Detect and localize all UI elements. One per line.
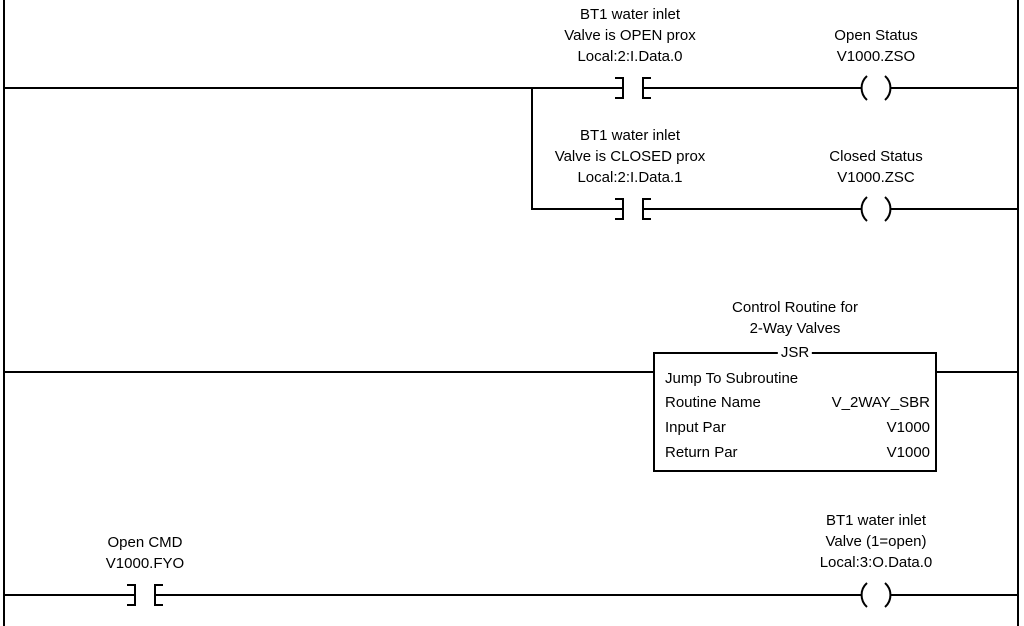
tag-description-line: BT1 water inlet bbox=[825, 512, 927, 529]
valve-output-coil-label: BT1 water inlet Valve (1=open) Local:3:O… bbox=[820, 510, 933, 573]
tag-description-line: Open Status bbox=[834, 27, 918, 44]
tag-description-line: Valve is CLOSED prox bbox=[554, 148, 706, 165]
left-power-rail bbox=[3, 0, 5, 626]
jsr-param-value[interactable]: V1000 bbox=[886, 444, 930, 461]
rung2-wire bbox=[3, 371, 1019, 373]
tag-description-line: BT1 water inlet bbox=[579, 127, 681, 144]
jsr-param-row: Routine Name V_2WAY_SBR bbox=[665, 395, 930, 411]
tag-operand: Local:2:I.Data.0 bbox=[577, 48, 683, 65]
open-cmd-contact-label: Open CMD V1000.FYO bbox=[106, 532, 184, 574]
xic-contact-open-cmd[interactable] bbox=[123, 581, 167, 614]
jsr-param-value[interactable]: V1000 bbox=[886, 419, 930, 436]
tag-description-line: Open CMD bbox=[107, 534, 183, 551]
rung1-branch-vertical-wire bbox=[531, 87, 533, 210]
jsr-param-label: Routine Name bbox=[665, 394, 761, 411]
jsr-param-label: Input Par bbox=[665, 419, 726, 436]
tag-operand: V1000.FYO bbox=[105, 555, 185, 572]
tag-description-line: Closed Status bbox=[829, 148, 923, 165]
normally-open-contact-icon bbox=[123, 581, 167, 609]
output-coil-icon bbox=[854, 193, 898, 225]
open-status-coil-label: Open Status V1000.ZSO bbox=[834, 25, 917, 67]
ote-coil-closed-status[interactable] bbox=[854, 193, 898, 230]
jsr-param-row: Return Par V1000 bbox=[665, 445, 930, 461]
rung1-branch-wire bbox=[531, 208, 1019, 210]
tag-operand: V1000.ZSC bbox=[837, 169, 915, 186]
jsr-description-line: 2-Way Valves bbox=[749, 320, 841, 337]
jsr-instruction-block[interactable]: JSR Jump To Subroutine Routine Name V_2W… bbox=[653, 345, 937, 472]
jsr-description: Control Routine for 2-Way Valves bbox=[732, 297, 858, 339]
rung1-wire bbox=[3, 87, 1019, 89]
jsr-param-label: Return Par bbox=[665, 444, 738, 461]
tag-description-line: BT1 water inlet bbox=[579, 6, 681, 23]
open-prox-contact-label: BT1 water inlet Valve is OPEN prox Local… bbox=[564, 4, 695, 67]
normally-open-contact-icon bbox=[611, 195, 655, 223]
closed-prox-contact-label: BT1 water inlet Valve is CLOSED prox Loc… bbox=[555, 125, 706, 188]
jsr-mnemonic: JSR bbox=[777, 345, 813, 361]
closed-status-coil-label: Closed Status V1000.ZSC bbox=[829, 146, 922, 188]
xic-contact-open-prox[interactable] bbox=[611, 74, 655, 107]
tag-operand: V1000.ZSO bbox=[836, 48, 916, 65]
jsr-title: Jump To Subroutine bbox=[665, 370, 799, 387]
jsr-param-row: Input Par V1000 bbox=[665, 420, 930, 436]
right-power-rail bbox=[1017, 0, 1019, 626]
ote-coil-valve-output[interactable] bbox=[854, 579, 898, 616]
jsr-param-value[interactable]: V_2WAY_SBR bbox=[831, 394, 930, 411]
tag-description-line: Valve is OPEN prox bbox=[564, 27, 696, 44]
jsr-description-line: Control Routine for bbox=[732, 299, 858, 316]
tag-operand: Local:3:O.Data.0 bbox=[819, 554, 933, 571]
xic-contact-closed-prox[interactable] bbox=[611, 195, 655, 228]
output-coil-icon bbox=[854, 579, 898, 611]
tag-operand: Local:2:I.Data.1 bbox=[577, 169, 683, 186]
ote-coil-open-status[interactable] bbox=[854, 72, 898, 109]
normally-open-contact-icon bbox=[611, 74, 655, 102]
rung3-wire bbox=[3, 594, 1019, 596]
tag-description-line: Valve (1=open) bbox=[825, 533, 927, 550]
output-coil-icon bbox=[854, 72, 898, 104]
